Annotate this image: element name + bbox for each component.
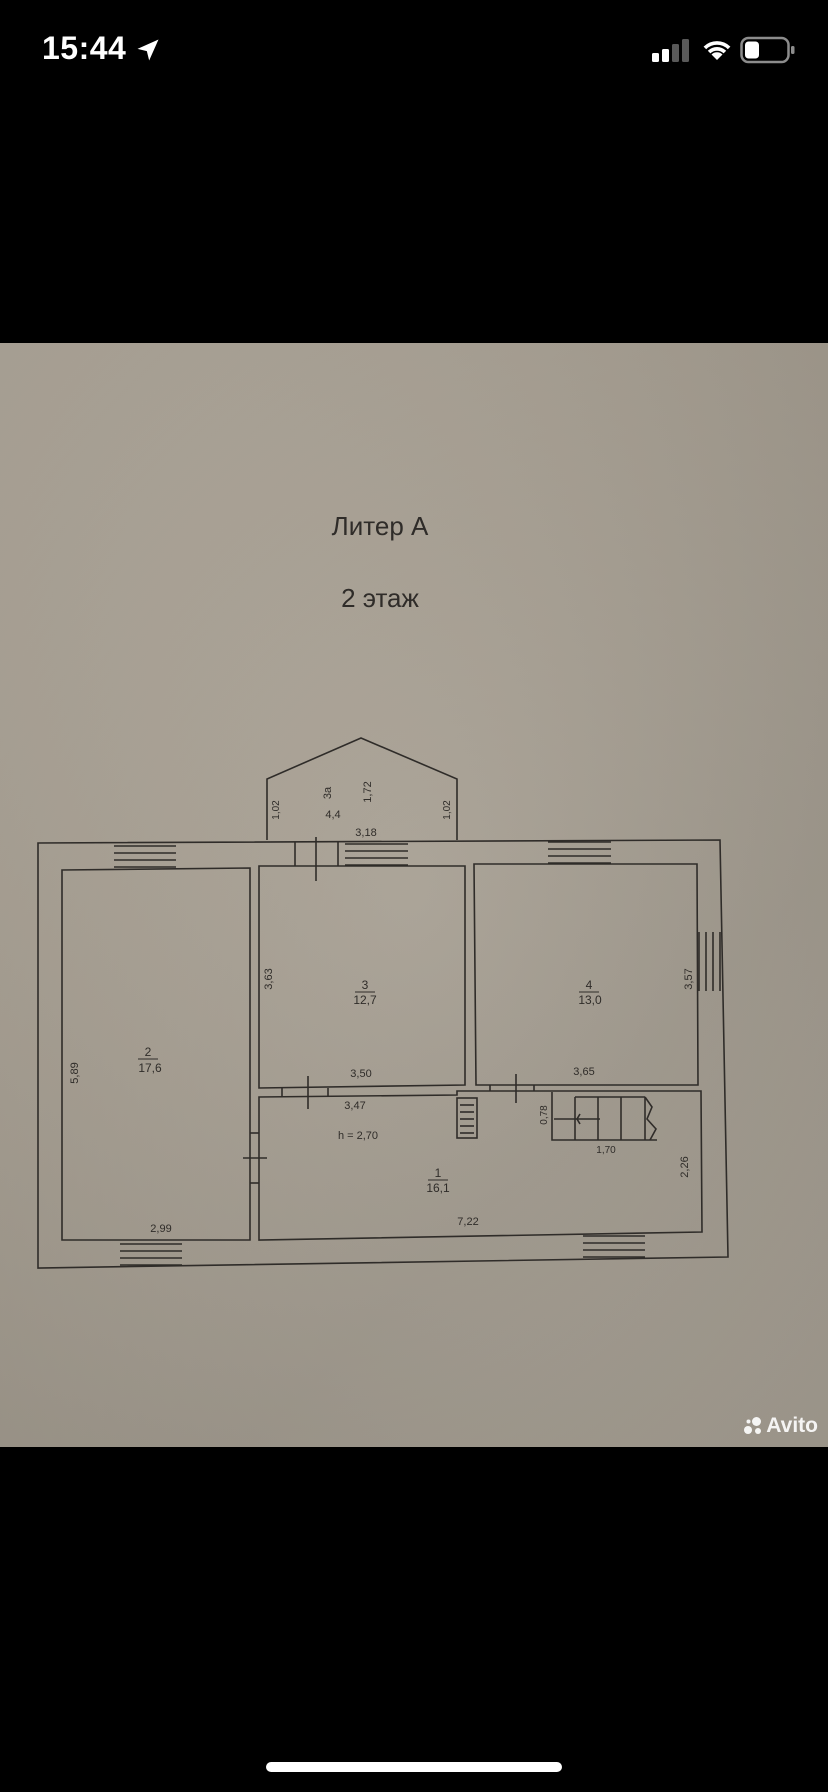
doorway-room-3 bbox=[281, 1076, 329, 1109]
room-2-number: 2 bbox=[145, 1045, 152, 1059]
room-3a-number: 3а bbox=[322, 786, 334, 799]
staircase bbox=[551, 1092, 657, 1141]
room-4-number: 4 bbox=[586, 978, 593, 992]
plan-floor: 2 этаж bbox=[341, 583, 419, 613]
wifi-icon bbox=[703, 41, 731, 60]
dim-bay-width: 3,18 bbox=[355, 827, 376, 839]
room-2-area: 17,6 bbox=[138, 1061, 162, 1075]
room-3-outline bbox=[258, 865, 466, 1089]
window-bottom-right bbox=[583, 1235, 645, 1258]
plan-labels: 2 17,6 3 12,7 4 13,0 1 16,1 3а 4,4 5,89 … bbox=[69, 781, 695, 1235]
battery-icon bbox=[740, 36, 795, 64]
avito-logo-icon bbox=[744, 1417, 762, 1434]
window-top-left bbox=[114, 845, 176, 868]
dim-room4-height: 3,57 bbox=[683, 968, 695, 989]
doorway-room-4 bbox=[489, 1074, 535, 1103]
room-4-outline bbox=[473, 863, 699, 1086]
room-3-area: 12,7 bbox=[353, 993, 377, 1007]
outer-wall bbox=[37, 839, 729, 1269]
dim-hall-width-bottom: 7,22 bbox=[457, 1216, 478, 1228]
room-3-number: 3 bbox=[362, 978, 369, 992]
avito-watermark: Avito bbox=[742, 1413, 818, 1439]
room-1-area: 16,1 bbox=[426, 1181, 450, 1195]
window-right bbox=[698, 932, 721, 991]
room-2-outline bbox=[61, 867, 251, 1241]
dim-bay-depth: 1,72 bbox=[362, 781, 374, 802]
dim-bay-right: 1,02 bbox=[442, 800, 453, 820]
bay-outline bbox=[266, 737, 458, 840]
vent-grille bbox=[456, 1097, 478, 1139]
dim-hall-ceiling: h = 2,70 bbox=[338, 1130, 378, 1142]
dim-room3-height: 3,63 bbox=[263, 968, 275, 989]
dim-room4-width: 3,65 bbox=[573, 1066, 594, 1078]
room-1-outline bbox=[258, 1090, 703, 1241]
doorway-bay bbox=[294, 837, 339, 881]
dim-room2-height: 5,89 bbox=[69, 1062, 81, 1083]
floor-plan-photo[interactable]: Литер А 2 этаж bbox=[0, 343, 828, 1447]
status-bar: 15:44 bbox=[0, 0, 828, 100]
doorway-room-2 bbox=[243, 1132, 267, 1184]
watermark-text: Avito bbox=[766, 1414, 818, 1437]
home-indicator-bar[interactable] bbox=[266, 1762, 562, 1772]
room-4-area: 13,0 bbox=[578, 993, 602, 1007]
dim-stairs-depth: 0,78 bbox=[539, 1105, 550, 1125]
room-3a-area: 4,4 bbox=[325, 809, 340, 821]
status-time: 15:44 bbox=[42, 30, 127, 66]
room-1-number: 1 bbox=[435, 1166, 442, 1180]
window-bottom-left bbox=[120, 1243, 182, 1266]
dim-room3-width: 3,50 bbox=[350, 1068, 371, 1080]
window-top-right bbox=[548, 841, 611, 864]
window-top-middle bbox=[345, 843, 408, 866]
dim-stairs-width: 1,70 bbox=[596, 1145, 616, 1156]
dim-room2-width: 2,99 bbox=[150, 1223, 171, 1235]
location-arrow-icon bbox=[137, 39, 159, 61]
dim-hall-height: 2,26 bbox=[679, 1156, 691, 1177]
cellular-signal-icon bbox=[652, 39, 689, 62]
plan-title: Литер А bbox=[331, 511, 429, 541]
dim-bay-left: 1,02 bbox=[271, 800, 282, 820]
dim-hall-width-top: 3,47 bbox=[344, 1100, 365, 1112]
floor-plan-drawing: 2 17,6 3 12,7 4 13,0 1 16,1 3а 4,4 5,89 … bbox=[37, 737, 729, 1269]
